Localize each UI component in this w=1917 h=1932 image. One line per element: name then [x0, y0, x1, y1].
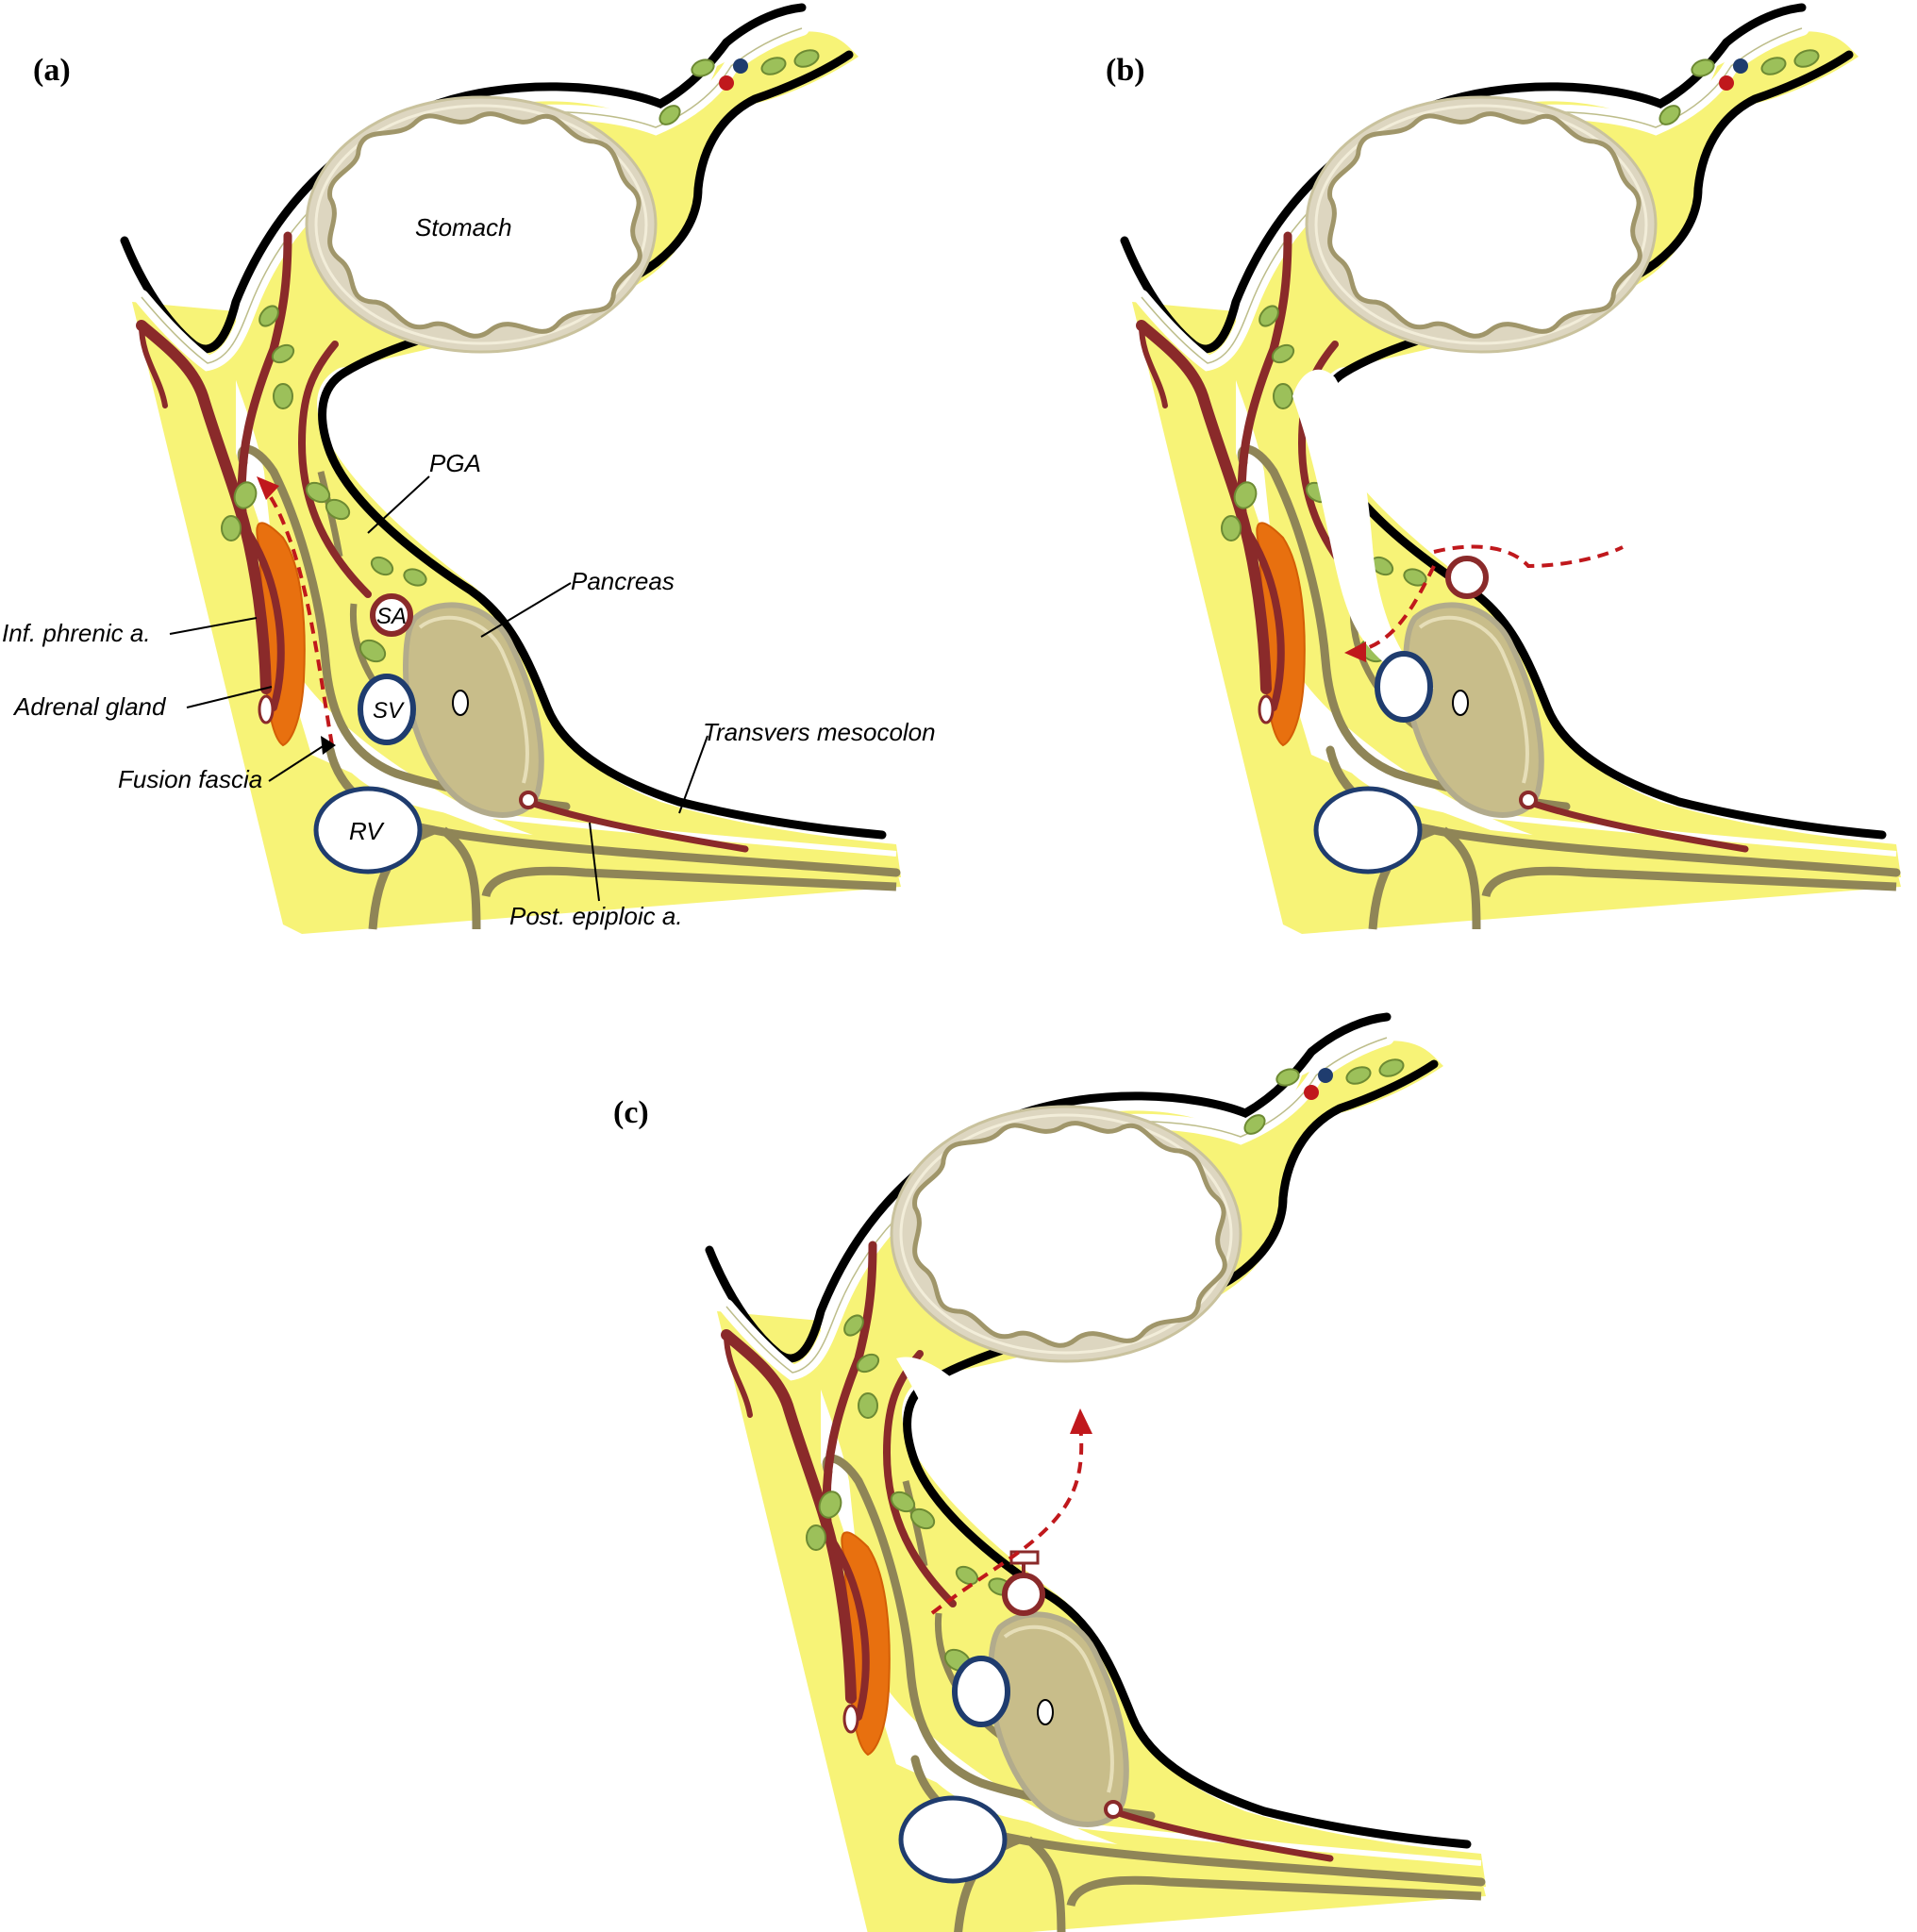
adrenal-gland-label: Adrenal gland [12, 692, 167, 721]
panel-a: (a) Stomach PGA Pancreas SA SV RV Inf. p… [2, 8, 936, 934]
stomach-label: Stomach [415, 213, 512, 242]
sa-label: SA [376, 604, 407, 629]
panel-c: (c) [613, 1017, 1486, 1932]
fusion-fascia-label: Fusion fascia [118, 765, 262, 793]
panel-a-letter: (a) [33, 53, 71, 88]
pga-label: PGA [429, 449, 481, 477]
pancreas-label: Pancreas [571, 567, 675, 595]
post-epiploic-label: Post. epiploic a. [509, 902, 683, 930]
rv-label: RV [349, 817, 385, 845]
transvers-mesocolon-label: Transvers mesocolon [703, 718, 936, 746]
panel-c-letter: (c) [613, 1095, 649, 1130]
panel-b: (b) [1106, 8, 1901, 934]
sv-label: SV [373, 698, 405, 724]
inf-phrenic-label: Inf. phrenic a. [2, 619, 151, 647]
panel-b-letter: (b) [1106, 53, 1145, 88]
